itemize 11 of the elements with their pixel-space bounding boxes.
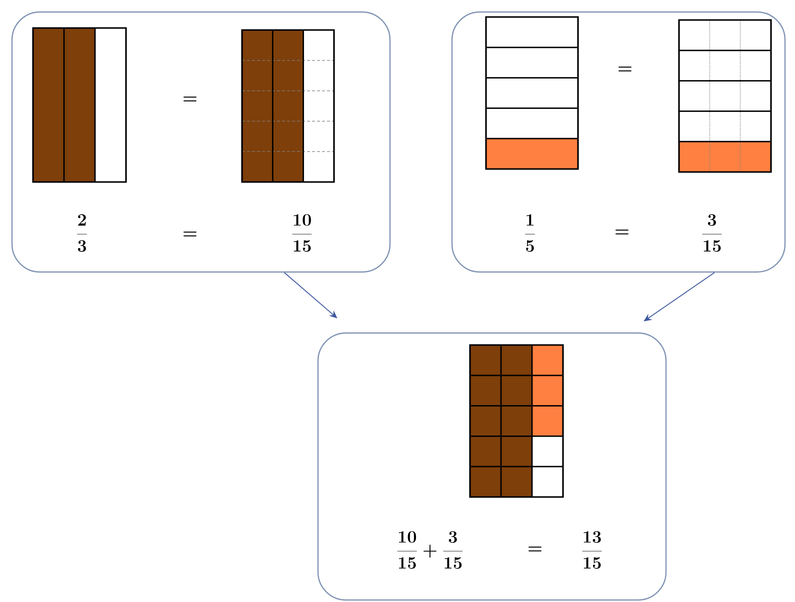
fraction: $\frac{1}{5}$ xyxy=(525,214,535,252)
fraction: $\frac{3}{15}$ xyxy=(702,214,722,252)
fraction-sum: $\frac{10}{15}+\frac{3}{15}$ xyxy=(397,531,463,569)
equals-sign: $=$ xyxy=(528,546,542,552)
equals-sign: $=$ xyxy=(184,232,196,236)
equals-sign: $=$ xyxy=(618,66,632,72)
equals-sign: $=$ xyxy=(616,230,628,234)
fraction: $\frac{2}{3}$ xyxy=(77,214,87,252)
fraction: $\frac{13}{15}$ xyxy=(582,531,602,569)
fraction: $\frac{10}{15}$ xyxy=(292,214,312,252)
equals-sign: $=$ xyxy=(184,96,196,102)
